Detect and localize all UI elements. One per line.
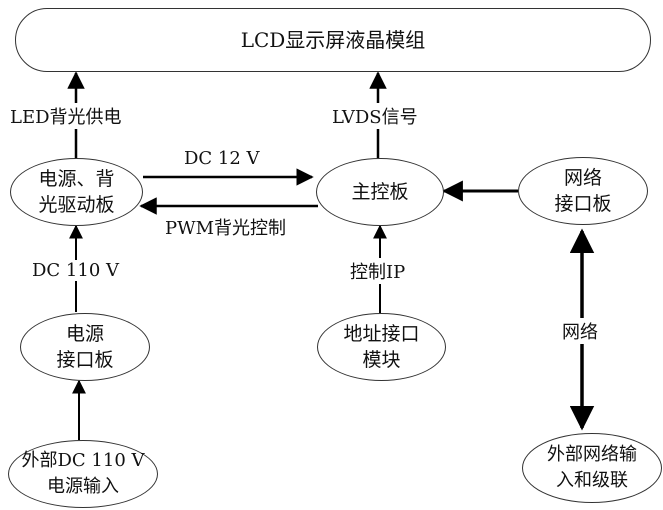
address-interface-module-node: 地址接口 模块	[317, 313, 446, 381]
label-dc12v: DC 12 V	[184, 148, 260, 169]
label-control-ip: 控制IP	[348, 258, 408, 284]
network-interface-board-node: 网络 接口板	[518, 157, 648, 225]
label-network: 网络	[560, 318, 600, 344]
power-backlight-board-node: 电源、背 光驱动板	[10, 158, 143, 226]
label-dc110v: DC 110 V	[30, 260, 122, 281]
main-board-node: 主控板	[316, 158, 444, 226]
external-network-input-node: 外部网络输 入和级联	[522, 433, 662, 503]
power-interface-board-node: 电源 接口板	[20, 313, 150, 381]
label-lvds: LVDS信号	[330, 103, 420, 129]
lcd-module-node: LCD显示屏液晶模组	[15, 8, 651, 72]
label-pwm: PWM背光控制	[165, 218, 287, 239]
external-power-input-node: 外部DC 110 V 电源输入	[8, 440, 158, 508]
label-led-backlight: LED背光供电	[8, 103, 124, 129]
